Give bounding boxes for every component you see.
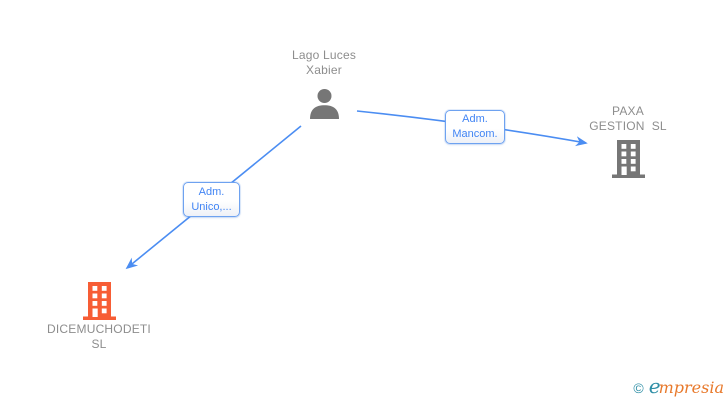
- edge-label-mancom-line1: Adm.: [462, 113, 488, 125]
- person-name-line1: Lago Luces: [291, 48, 357, 62]
- edge-label-adm-unico[interactable]: Adm. Unico,...: [183, 182, 240, 217]
- brand-wordmark: empresia: [649, 374, 724, 398]
- company-dice-name-line2: SL: [91, 337, 107, 351]
- brand-wordmark-rest: mpresia: [658, 378, 724, 397]
- building-icon: [611, 140, 645, 178]
- copyright-icon: ©: [633, 380, 644, 396]
- company-paxa-name-line1: PAXA: [612, 104, 644, 118]
- brand-wordmark-initial: e: [648, 374, 661, 398]
- empresia-brand[interactable]: © empresia: [633, 374, 724, 398]
- edge-label-unico-line2: Unico,...: [191, 200, 232, 213]
- edge-label-unico-line1: Adm.: [198, 185, 225, 198]
- node-company-dicemuchodeti[interactable]: DICEMUCHODETI SL: [11, 282, 187, 352]
- building-icon: [82, 282, 116, 320]
- node-company-paxa[interactable]: PAXA GESTION SL: [540, 104, 716, 178]
- company-dice-name-line1: DICEMUCHODETI: [47, 322, 151, 336]
- edge-label-mancom-line2: Mancom.: [452, 128, 498, 140]
- edge-label-adm-mancom[interactable]: Adm. Mancom.: [445, 110, 505, 144]
- person-name: Lago Luces Xabier: [292, 48, 356, 78]
- company-paxa-name-line2: GESTION SL: [589, 119, 667, 133]
- company-paxa-name: PAXA GESTION SL: [589, 104, 667, 134]
- company-dice-name: DICEMUCHODETI SL: [47, 322, 151, 352]
- person-name-line2: Xabier: [306, 63, 342, 77]
- node-person[interactable]: Lago Luces Xabier: [236, 48, 412, 119]
- person-icon: [309, 89, 339, 119]
